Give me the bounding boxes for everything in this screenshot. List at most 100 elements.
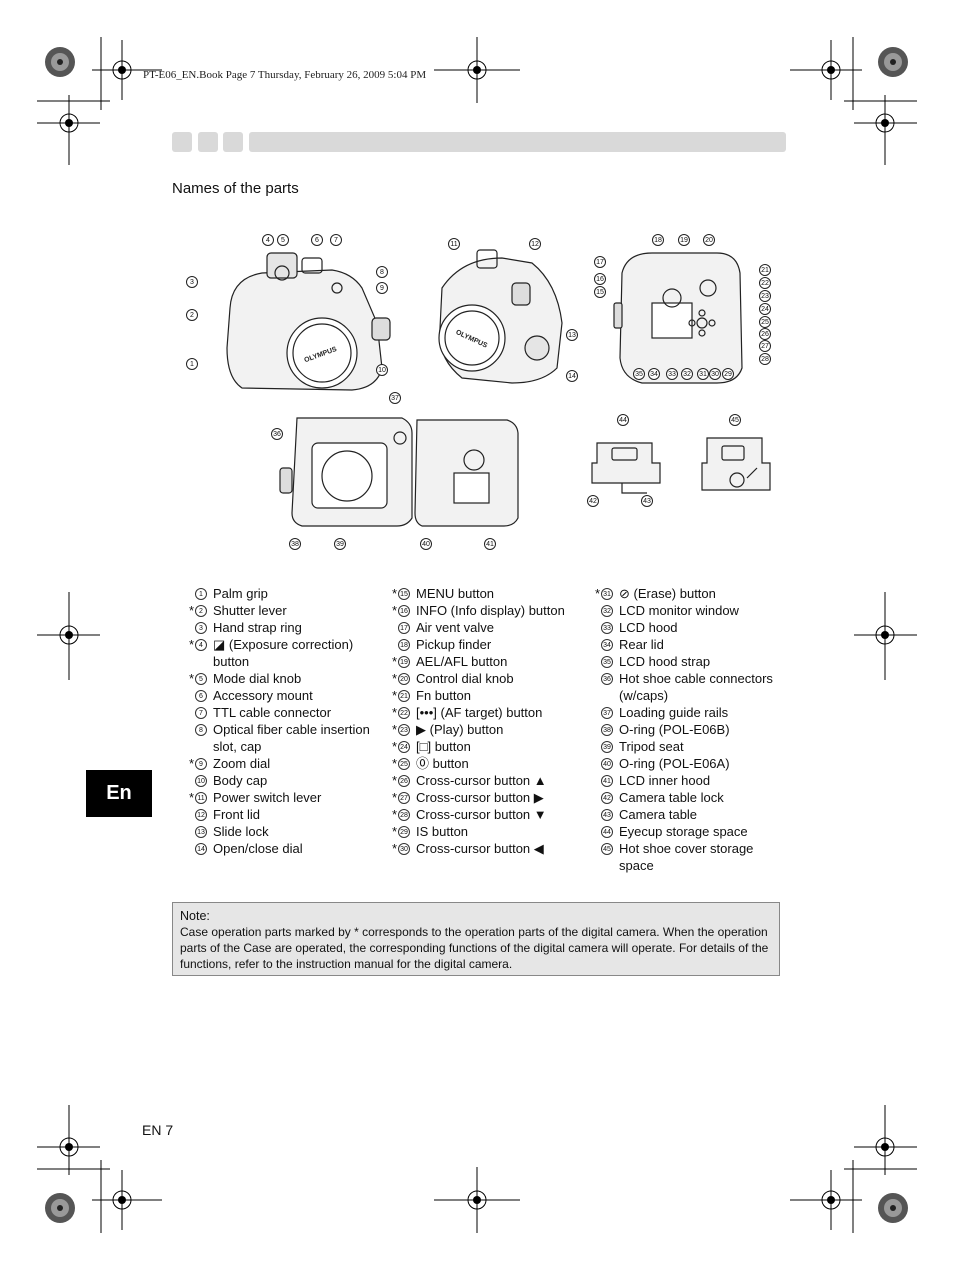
part-number-badge: 23 <box>398 724 410 736</box>
operation-mark: * <box>391 739 397 754</box>
part-name: Hot shoe cable connectors (w/caps) <box>619 671 773 703</box>
part-name: [•••] (AF target) button <box>416 705 543 720</box>
page-number: EN 7 <box>142 1122 174 1138</box>
part-number-badge: 10 <box>195 775 207 787</box>
callout: 36 <box>271 428 283 440</box>
part-number-badge: 42 <box>601 792 613 804</box>
part-number-badge: 20 <box>398 673 410 685</box>
callout: 3 <box>186 276 198 288</box>
callout: 8 <box>376 266 388 278</box>
part-name: MENU button <box>416 586 495 601</box>
part-number-badge: 35 <box>601 656 613 668</box>
part-name: LCD inner hood <box>619 773 711 788</box>
callout: 5 <box>277 234 289 246</box>
callout: 33 <box>666 368 678 380</box>
header-block-2 <box>198 132 218 152</box>
part-number-badge: 8 <box>195 724 207 736</box>
callout: 10 <box>376 364 388 376</box>
part-name: Hot shoe cover storage space <box>619 841 754 873</box>
part-name: Cross-cursor button ◀ <box>416 841 544 856</box>
part-number-badge: 15 <box>398 588 410 600</box>
part-number-badge: 7 <box>195 707 207 719</box>
part-name: Body cap <box>213 773 268 788</box>
part-number-badge: 16 <box>398 605 410 617</box>
front-angled-view-illustration <box>438 249 563 384</box>
operation-mark: * <box>391 688 397 703</box>
callout: 34 <box>648 368 660 380</box>
language-side-tab: En <box>86 770 152 817</box>
operation-mark: * <box>188 603 194 618</box>
front-view-illustration <box>226 252 391 391</box>
part-name: Tripod seat <box>619 739 684 754</box>
part-name: LCD monitor window <box>619 603 739 618</box>
part-number-badge: 29 <box>398 826 410 838</box>
callout: 44 <box>617 414 629 426</box>
operation-mark: * <box>391 586 397 601</box>
open-housing-illustration <box>279 417 519 527</box>
callout: 35 <box>633 368 645 380</box>
part-number-badge: 32 <box>601 605 613 617</box>
part-number-badge: 6 <box>195 690 207 702</box>
list-item: 13 Slide lock <box>172 823 382 840</box>
operation-mark: * <box>188 637 194 652</box>
camera-housing-illustrations: OLYMPUS OLYMPUS <box>226 249 771 527</box>
part-name: Slide lock <box>213 824 269 839</box>
part-number-badge: 13 <box>195 826 207 838</box>
part-name: Cross-cursor button ▲ <box>416 773 547 788</box>
callout: 21 <box>759 264 771 276</box>
callout: 29 <box>722 368 734 380</box>
list-item: 32 LCD monitor window <box>578 602 783 619</box>
part-number-badge: 31 <box>601 588 613 600</box>
part-name: O-ring (POL-E06B) <box>619 722 730 737</box>
list-item: *15 MENU button <box>375 585 590 602</box>
list-item: 6 Accessory mount <box>172 687 382 704</box>
part-number-badge: 19 <box>398 656 410 668</box>
list-item: *23▶ (Play) button <box>375 721 590 738</box>
part-name: Optical fiber cable insertion slot, cap <box>213 722 370 754</box>
callout: 38 <box>289 538 301 550</box>
operation-mark: * <box>391 790 397 805</box>
part-name: Rear lid <box>619 637 664 652</box>
part-number-badge: 44 <box>601 826 613 838</box>
part-name: Fn button <box>416 688 471 703</box>
part-number-badge: 37 <box>601 707 613 719</box>
part-number-badge: 24 <box>398 741 410 753</box>
part-name: Pickup finder <box>416 637 492 652</box>
part-name: Accessory mount <box>213 688 313 703</box>
part-number-badge: 12 <box>195 809 207 821</box>
note-title: Note: <box>180 909 210 923</box>
part-number-badge: 43 <box>601 809 613 821</box>
print-header-line: PT-E06_EN.Book Page 7 Thursday, February… <box>143 69 427 81</box>
callout: 31 <box>697 368 709 380</box>
part-number-badge: 27 <box>398 792 410 804</box>
part-name: Power switch lever <box>213 790 322 805</box>
header-block-3 <box>223 132 243 152</box>
part-name: ▶ (Play) button <box>416 722 504 737</box>
operation-mark: * <box>391 654 397 669</box>
hot-shoe-storage-illustration <box>701 437 771 491</box>
callout: 30 <box>709 368 721 380</box>
operation-mark: * <box>188 671 194 686</box>
part-number-badge: 14 <box>195 843 207 855</box>
header-bar <box>249 132 786 152</box>
